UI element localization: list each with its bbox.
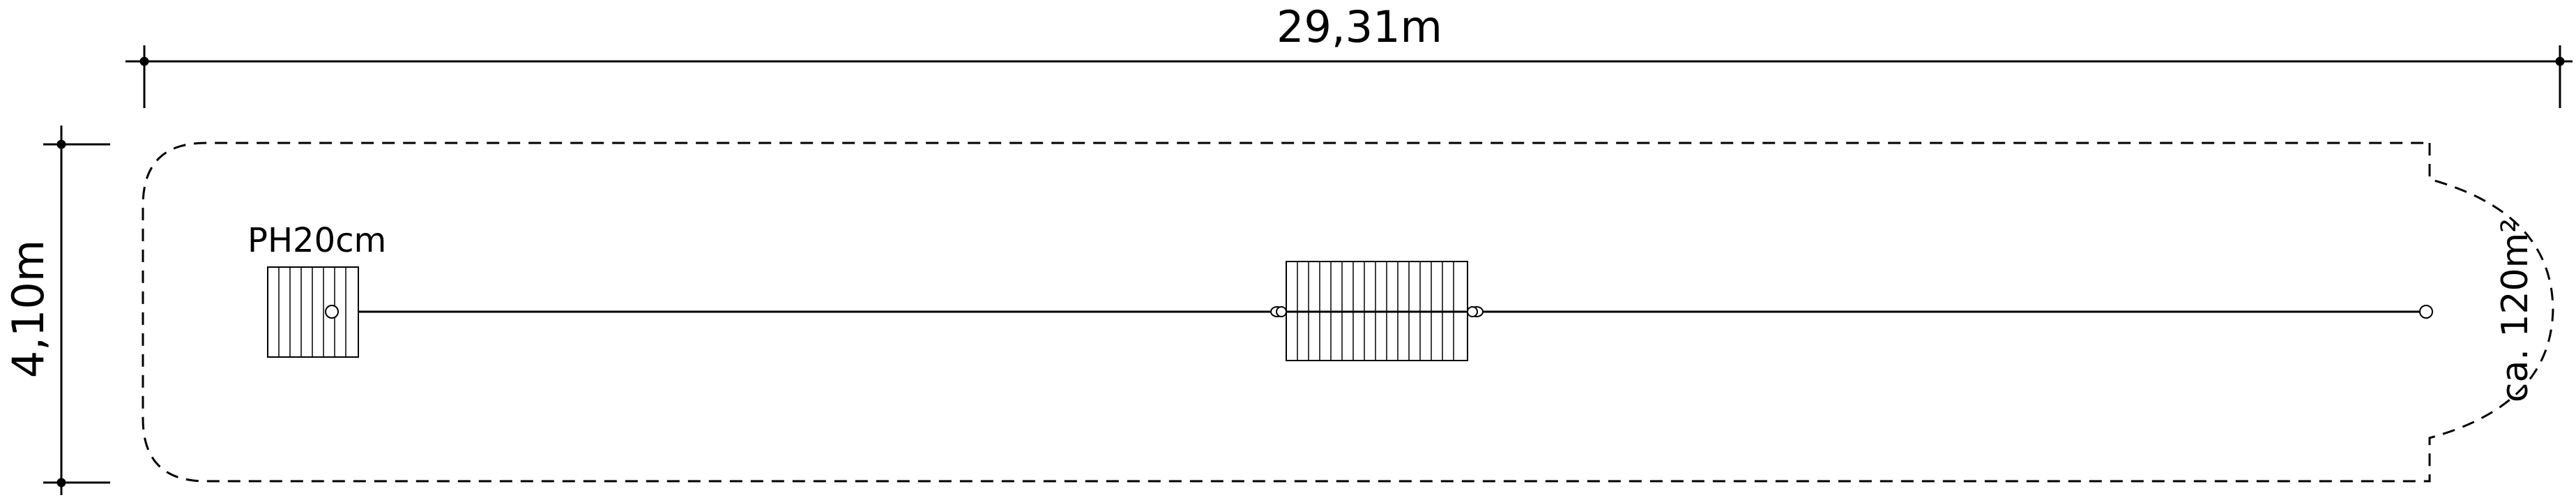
area-label: ca. 120m² xyxy=(2494,218,2536,402)
width-dimension-label: 4,10m xyxy=(3,240,54,378)
start-platform xyxy=(267,266,359,358)
start-platform-box xyxy=(267,266,359,358)
width-dimension-dot-bottom xyxy=(56,478,66,487)
width-dimension-dot-top xyxy=(56,139,66,149)
length-dimension-dot-right xyxy=(2555,56,2565,66)
center-deck xyxy=(1270,261,1484,361)
length-dimension-label: 29,31m xyxy=(1276,1,1442,52)
width-dimension xyxy=(43,126,110,495)
cable-connector-right xyxy=(1467,306,1484,317)
safety-area-outline xyxy=(142,142,2554,483)
start-platform-slats xyxy=(278,267,346,357)
platform-height-label: PH20cm xyxy=(247,221,386,260)
cable-anchor-right xyxy=(2419,305,2433,319)
cable-connector-left xyxy=(1270,306,1287,317)
length-dimension-dot-left xyxy=(139,56,149,66)
cable-anchor-left xyxy=(325,305,339,319)
length-dimension xyxy=(125,45,2573,108)
